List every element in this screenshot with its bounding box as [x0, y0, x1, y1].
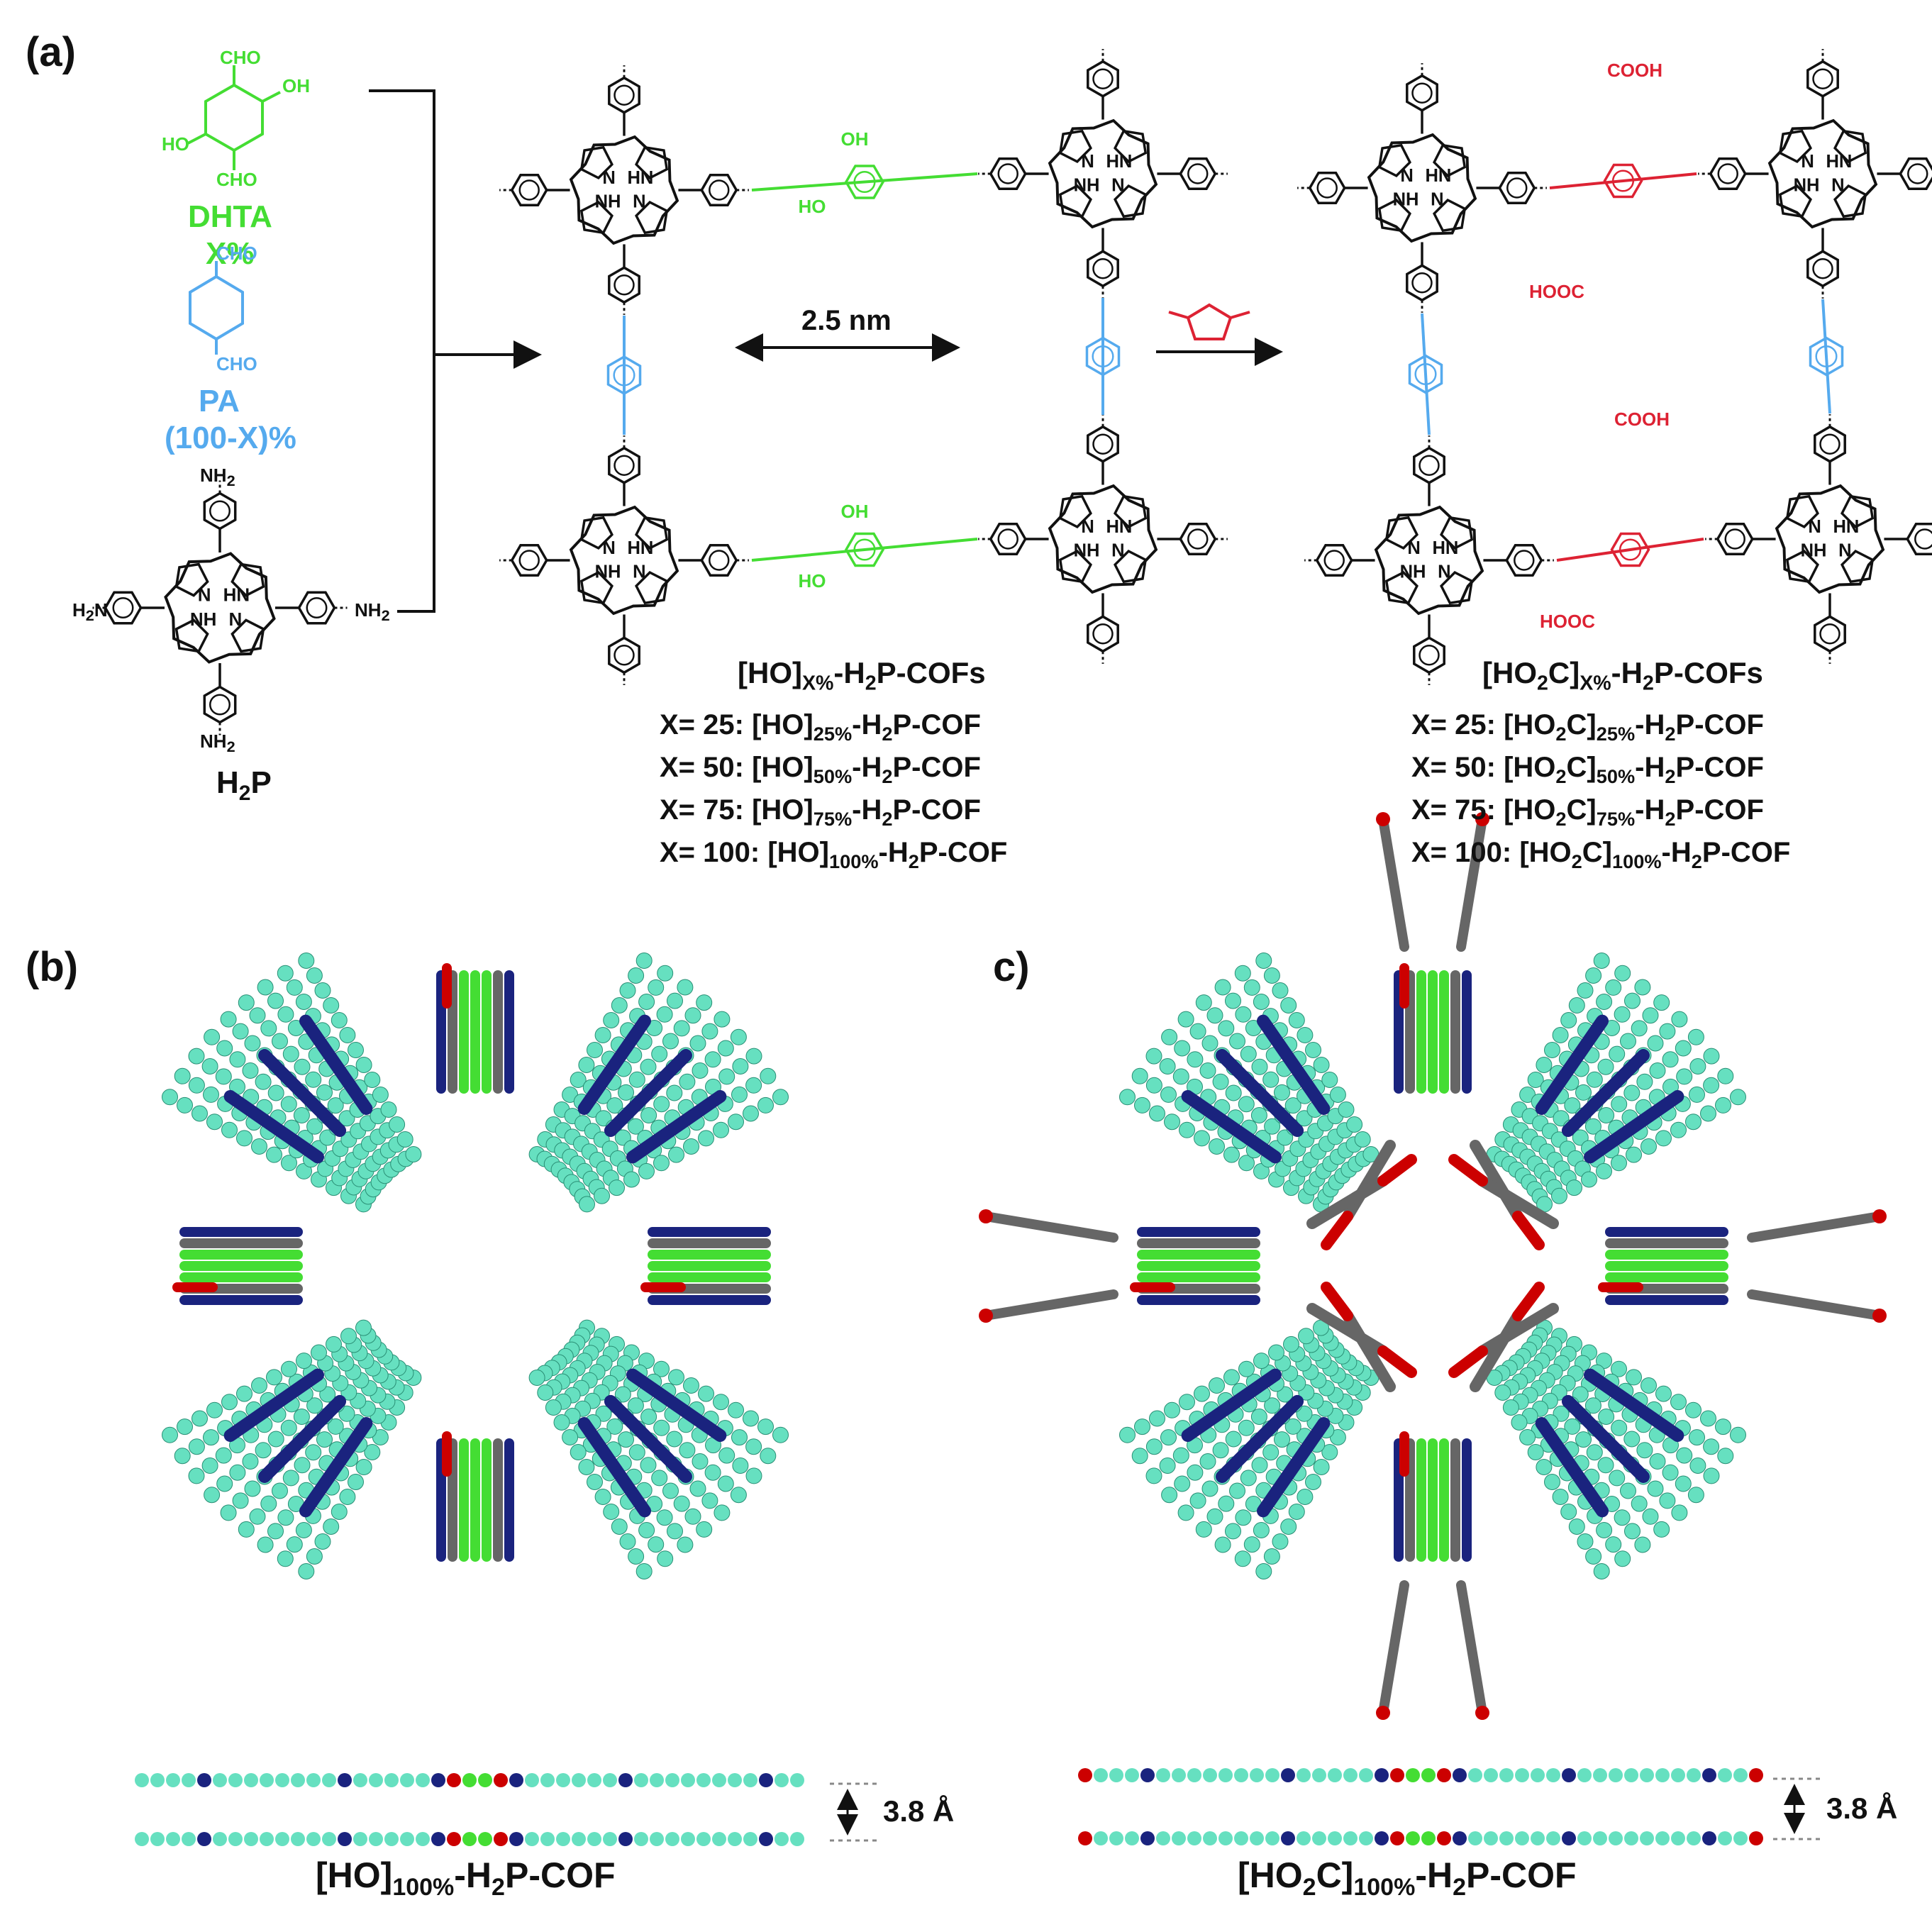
pa-cho-top: CHO	[216, 243, 257, 264]
dhta-cho-bottom: CHO	[216, 169, 257, 190]
pa-cho-bottom: CHO	[216, 353, 257, 374]
atom-n: N	[602, 538, 615, 558]
h2p-label: H2P	[216, 765, 272, 805]
dhta-ho: HO	[162, 133, 189, 155]
ho-series-row: X= 75: [HO]75%-H2P-COF	[660, 794, 981, 830]
atom-n: N	[198, 584, 211, 606]
ho-label: HO	[799, 196, 826, 217]
atom-n: N	[633, 191, 645, 211]
h2p-nh2-bottom: NH2	[200, 731, 235, 756]
atom-hn: HN	[1826, 152, 1852, 172]
atom-nh: NH	[1400, 562, 1426, 582]
atom-nh: NH	[1074, 175, 1100, 195]
ho2c-series-row: X= 25: [HO2C]25%-H2P-COF	[1411, 709, 1764, 745]
ho-series-row: X= 100: [HO]100%-H2P-COF	[660, 837, 1008, 872]
h2p-nh2-right: NH2	[355, 599, 390, 625]
panel-label-a: (a)	[26, 29, 76, 75]
anhydride-reagent	[1168, 303, 1250, 340]
atom-n: N	[1111, 540, 1124, 560]
oh-label: OH	[841, 501, 869, 522]
atom-hn: HN	[1106, 152, 1132, 172]
atom-n: N	[1438, 562, 1450, 582]
atom-n: N	[1111, 175, 1124, 195]
atom-n: N	[602, 168, 615, 188]
dhta-oh: OH	[282, 75, 310, 96]
atom-n: N	[1801, 152, 1814, 172]
ho2c-series-row: X= 75: [HO2C]75%-H2P-COF	[1411, 794, 1764, 830]
atom-hn: HN	[627, 168, 653, 188]
atom-hn: HN	[1425, 166, 1451, 186]
dhta-structure	[187, 65, 281, 170]
spacing-label-c: 3.8 Å	[1826, 1792, 1897, 1825]
atom-nh: NH	[1794, 175, 1820, 195]
atom-n: N	[1838, 540, 1851, 560]
ho2c-series-title: [HO2C]X%-H2P-COFs	[1482, 656, 1763, 695]
ho-cof-stacking	[135, 1773, 804, 1846]
atom-nh: NH	[1801, 540, 1827, 560]
h2p-h2n-left: H2N	[72, 599, 108, 625]
ho2c-series-row: X= 100: [HO2C]100%-H2P-COF	[1411, 837, 1791, 872]
pa-structure	[189, 261, 244, 355]
hooc-label: HOOC	[1540, 611, 1595, 632]
ho2c-cof-pore-model	[979, 812, 1887, 1720]
atom-n: N	[1407, 538, 1420, 558]
atom-hn: HN	[627, 538, 653, 558]
atom-nh: NH	[190, 609, 217, 630]
atom-hn: HN	[223, 584, 250, 606]
cooh-label: COOH	[1607, 60, 1662, 81]
h2p-nh2-top: NH2	[200, 465, 235, 490]
ho2c-cof-stacking	[1078, 1768, 1763, 1845]
dhta-cho-top: CHO	[220, 47, 261, 68]
atom-nh: NH	[595, 191, 621, 211]
atom-n: N	[1831, 175, 1844, 195]
oh-label: OH	[841, 128, 869, 150]
panel-label-c: c)	[993, 944, 1030, 990]
ho-label: HO	[799, 570, 826, 592]
ho-series-row: X= 25: [HO]25%-H2P-COF	[660, 709, 981, 745]
reaction-bracket	[369, 89, 542, 613]
atom-n: N	[228, 609, 242, 630]
atom-n: N	[633, 562, 645, 582]
atom-n: N	[1808, 517, 1821, 537]
panel-label-b: (b)	[26, 944, 79, 990]
atom-n: N	[1400, 166, 1413, 186]
atom-nh: NH	[1074, 540, 1100, 560]
spacing-arrow-c	[1773, 1777, 1823, 1840]
atom-hn: HN	[1833, 517, 1859, 537]
caption-b: [HO]100%-H2P-COF	[316, 1855, 616, 1901]
pa-label: PA	[199, 384, 240, 418]
pore-size-label: 2.5 nm	[801, 305, 892, 336]
pa-fraction: (100-X)%	[165, 421, 296, 455]
hooc-label: HOOC	[1529, 281, 1584, 302]
ho-series-row: X= 50: [HO]50%-H2P-COF	[660, 752, 981, 787]
spacing-label-b: 3.8 Å	[883, 1794, 954, 1828]
spacing-arrow-b	[830, 1782, 879, 1842]
caption-c: [HO2C]100%-H2P-COF	[1238, 1855, 1577, 1901]
atom-hn: HN	[1106, 517, 1132, 537]
atom-nh: NH	[595, 562, 621, 582]
dhta-label: DHTA	[188, 199, 272, 234]
atom-n: N	[1081, 517, 1094, 537]
ho-cof-pore-model	[162, 953, 789, 1579]
cooh-label: COOH	[1614, 409, 1670, 430]
ho2c-series-row: X= 50: [HO2C]50%-H2P-COF	[1411, 752, 1764, 787]
atom-n: N	[1081, 152, 1094, 172]
atom-n: N	[1431, 189, 1443, 209]
dhta-fraction: X%	[206, 236, 254, 271]
atom-nh: NH	[1393, 189, 1419, 209]
ho-series-title: [HO]X%-H2P-COFs	[738, 656, 986, 695]
atom-hn: HN	[1432, 538, 1458, 558]
